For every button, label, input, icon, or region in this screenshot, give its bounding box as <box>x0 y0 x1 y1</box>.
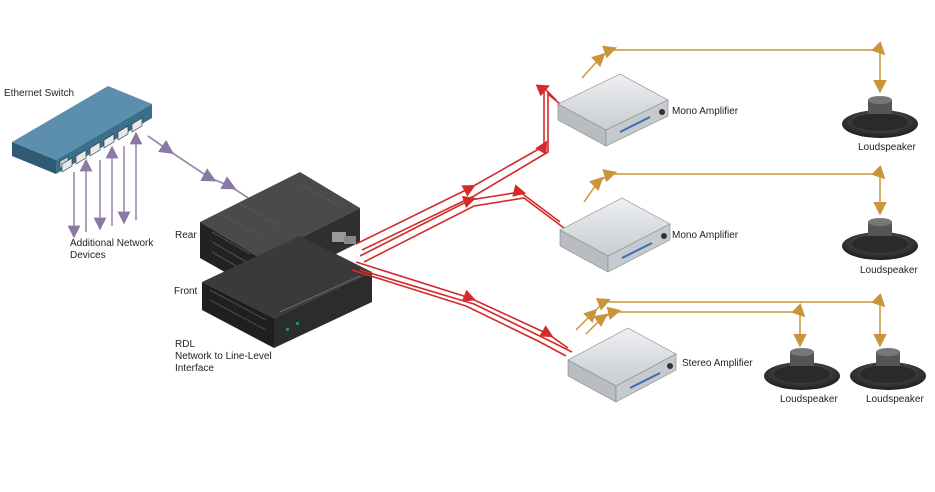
rdl-label-2: Network to Line-Level <box>175 351 272 362</box>
rdl-label-1: RDL <box>175 339 195 350</box>
switch-ports <box>61 117 143 173</box>
rear-label: Rear <box>175 230 197 241</box>
ethernet-switch <box>12 86 152 174</box>
speaker-cables <box>575 40 887 348</box>
additional-devices-label-1: Additional Network <box>70 238 154 249</box>
mono-amplifier-2 <box>559 197 671 273</box>
loudspeaker-1-label: Loudspeaker <box>858 142 916 153</box>
rdl-label-3: Interface <box>175 363 214 374</box>
loudspeaker-1 <box>842 96 918 138</box>
loudspeaker-3-label: Loudspeaker <box>780 394 838 405</box>
loudspeaker-2 <box>842 218 918 260</box>
audio-cables <box>351 84 573 357</box>
loudspeaker-4-label: Loudspeaker <box>866 394 924 405</box>
additional-network-cables <box>67 131 143 239</box>
loudspeaker-4 <box>850 348 926 390</box>
front-label: Front <box>174 286 198 297</box>
mono-amplifier-1 <box>557 73 669 147</box>
stereo-amp-label: Stereo Amplifier <box>682 358 753 369</box>
mono-amp-2-label: Mono Amplifier <box>672 230 739 241</box>
stereo-amplifier <box>567 327 677 403</box>
loudspeaker-2-label: Loudspeaker <box>860 265 918 276</box>
additional-devices-label-2: Devices <box>70 250 106 261</box>
ethernet-switch-label: Ethernet Switch <box>4 88 74 99</box>
mono-amp-1-label: Mono Amplifier <box>672 106 739 117</box>
loudspeaker-3 <box>764 348 840 390</box>
rdl-interface-front <box>202 236 372 348</box>
